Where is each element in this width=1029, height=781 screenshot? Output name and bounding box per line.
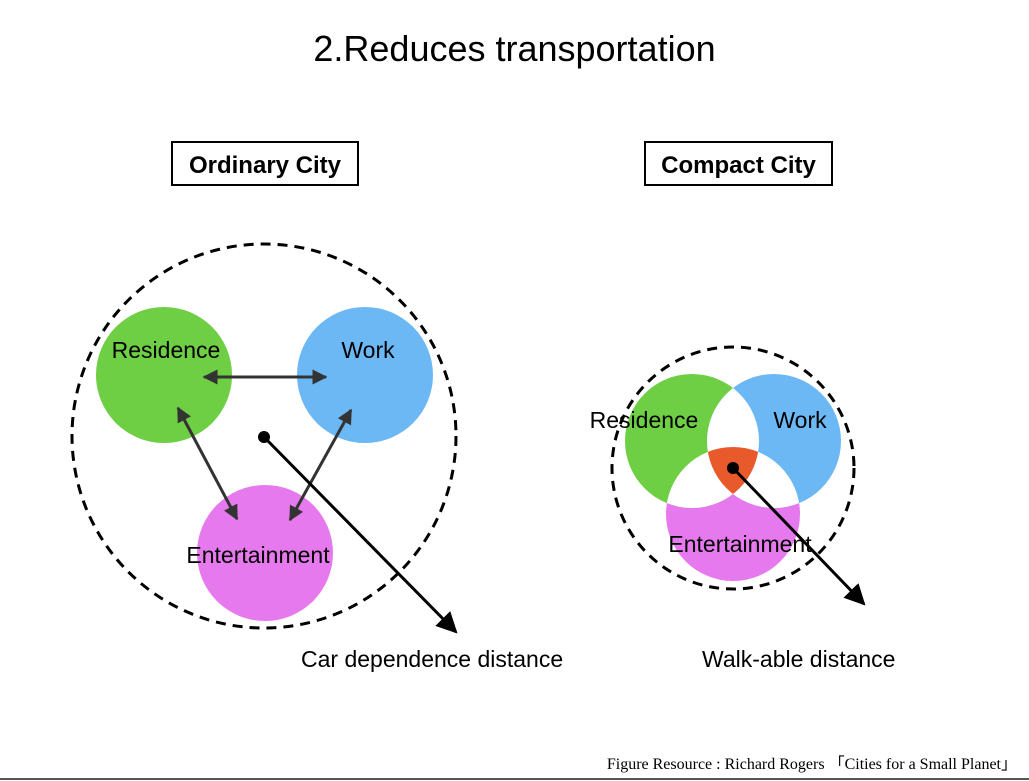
- ordinary-city-heading: Ordinary City: [171, 141, 359, 186]
- ordinary-residence-label: Residence: [112, 337, 221, 363]
- compact-entertainment-label: Entertainment: [668, 531, 812, 557]
- bottom-divider: [0, 778, 1029, 780]
- compact-residence-label: Residence: [590, 407, 699, 433]
- page-title: 2.Reduces transportation: [313, 28, 716, 69]
- arrow-residence-entertainment: [176, 406, 239, 521]
- ordinary-boundary: [70, 242, 458, 630]
- compact-city-heading: Compact City: [644, 141, 833, 186]
- compact-distance-arrow: [731, 466, 866, 606]
- ordinary-residence-circle: [96, 307, 232, 443]
- compact-boundary: [610, 345, 856, 591]
- overlap-work-entertainment: [707, 447, 800, 508]
- ordinary-entertainment-label: Entertainment: [186, 542, 330, 568]
- ordinary-city-diagram: Residence Work Entertainment Car depende…: [70, 242, 563, 672]
- figure-source-footer: Figure Resource : Richard Rogers 「Cities…: [606, 756, 1017, 773]
- compact-city-diagram: Residence Work Entertainment Walk-able d…: [590, 345, 895, 672]
- compact-caption: Walk-able distance: [702, 646, 895, 672]
- overlap-residence-entertainment: [666, 447, 759, 508]
- ordinary-caption: Car dependence distance: [301, 646, 563, 672]
- arrow-work-entertainment: [288, 408, 353, 522]
- ordinary-distance-arrow: [262, 435, 458, 634]
- compact-work-label: Work: [773, 407, 827, 433]
- ordinary-work-circle: [297, 307, 433, 443]
- ordinary-work-label: Work: [341, 337, 395, 363]
